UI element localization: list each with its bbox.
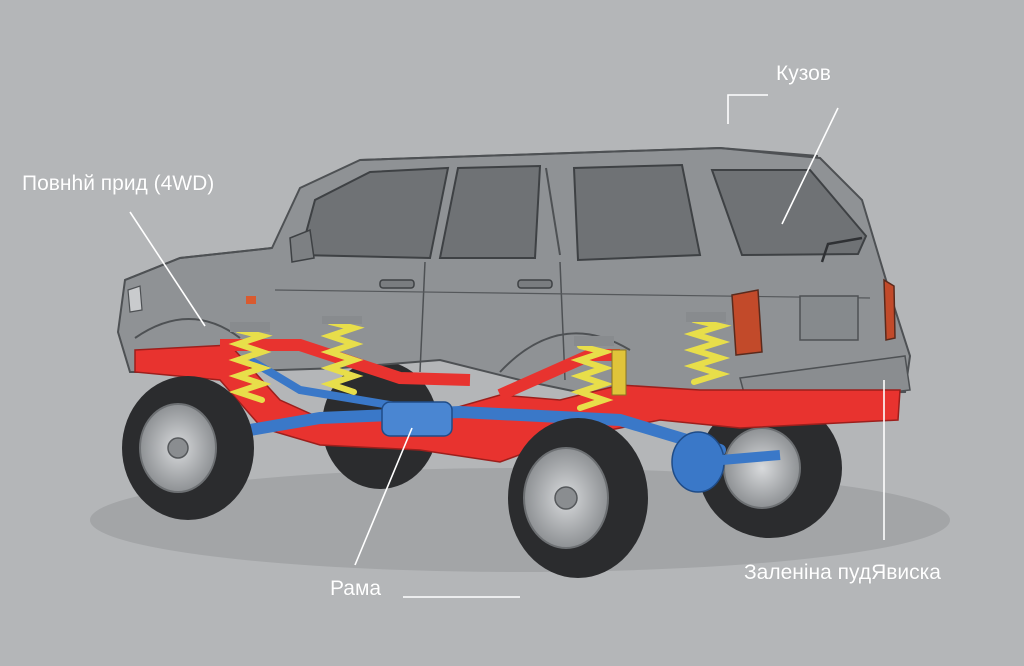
leader-4wd <box>129 211 206 327</box>
coil-spring-front-right <box>320 316 365 395</box>
leader-body <box>727 94 768 124</box>
label-four-wheel-drive: Повнhй прид (4WD) <box>22 172 215 195</box>
label-frame: Рама <box>330 577 382 600</box>
leader-lines <box>129 94 885 598</box>
label-suspension: Заленіна пудЯвиска <box>744 561 941 584</box>
coil-spring-front-left <box>228 322 273 403</box>
leader-frame <box>354 427 413 566</box>
shock-absorber-icon <box>611 349 627 396</box>
label-body: Кузов <box>776 62 831 85</box>
coil-spring-rear-left <box>570 336 627 411</box>
leader-body-pointer <box>781 107 839 225</box>
wheel-rear-near <box>508 418 648 578</box>
drivetrain <box>244 356 781 493</box>
wheel-front-left <box>122 376 254 520</box>
wheel-rear-right <box>698 398 842 538</box>
transfer-case-icon <box>381 401 453 437</box>
coil-spring-rear-right <box>683 312 732 385</box>
